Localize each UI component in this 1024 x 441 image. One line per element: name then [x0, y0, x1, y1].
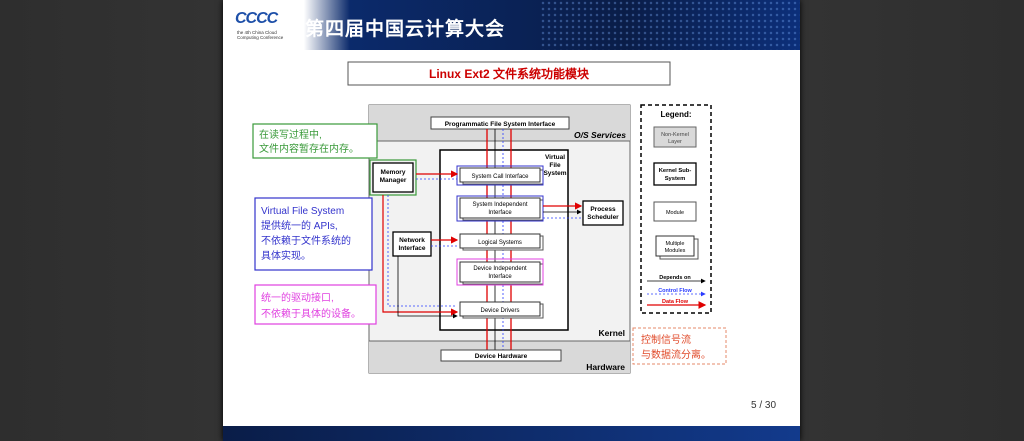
legend-non-kernel-1: Non-Kernel	[661, 132, 689, 138]
memory-manager-highlight	[369, 159, 417, 196]
banner-pattern	[540, 0, 800, 50]
driver-note-line-2: 不依赖于具体的设备。	[261, 307, 361, 320]
memory-note-box	[252, 123, 378, 159]
legend-control-label: Control Flow	[658, 288, 692, 294]
memory-manager-box	[372, 162, 414, 193]
net-to-drivers-depends	[397, 256, 458, 319]
vfs-note-line-1: Virtual File System	[261, 206, 344, 217]
legend-multiple-swatch	[655, 235, 695, 257]
device-drivers-label: Device Drivers	[480, 308, 519, 314]
legend-kernel-1: Kernel Sub-	[659, 168, 692, 174]
device-hardware-box	[440, 349, 562, 362]
logical-systems-label: Logical Systems	[478, 240, 522, 246]
sci-box	[459, 167, 541, 183]
control-note-box	[632, 327, 727, 365]
pfsi-box	[430, 116, 570, 130]
legend-non-kernel-swatch	[653, 126, 697, 148]
control-note-line-2: 与数据流分离。	[641, 348, 711, 361]
legend-module-swatch	[653, 201, 697, 222]
process-scheduler-box	[582, 200, 624, 226]
dii-label-1: Device Independent	[473, 266, 527, 272]
vfs-label-2: File	[549, 162, 561, 169]
driver-note-box	[254, 284, 377, 325]
network-interface-box	[392, 231, 432, 257]
kernel-label: Kernel	[599, 328, 625, 338]
conference-logo-subtitle: the 4th China Cloud Computing Conference	[237, 30, 284, 40]
legend-kernel-2: System	[665, 176, 686, 182]
device-hardware-label: Device Hardware	[475, 353, 528, 360]
mm-to-drivers-flow	[382, 195, 459, 316]
sii-box	[459, 197, 541, 219]
conference-banner: CCCC the 4th China Cloud Computing Confe…	[223, 0, 800, 50]
network-interface-label-1: Network	[399, 237, 425, 244]
sii-highlight	[456, 195, 544, 222]
sii-label-2: Interface	[488, 210, 512, 216]
legend-depends-label: Depends on	[659, 275, 691, 281]
sii-label-1: System Independent	[472, 202, 527, 208]
network-interface-label-2: Interface	[398, 245, 425, 252]
mm-to-drivers-control	[387, 195, 457, 307]
conference-logo: CCCC	[235, 10, 278, 27]
control-note-line-1: 控制信号流	[641, 333, 691, 346]
pfsi-label: Programmatic File System Interface	[445, 121, 556, 128]
legend-module: Module	[666, 210, 684, 216]
legend-non-kernel-2: Layer	[668, 139, 682, 145]
dii-label-2: Interface	[488, 274, 512, 280]
legend-kernel-swatch	[653, 162, 697, 186]
page-number: 5 / 30	[751, 400, 777, 411]
legend-multiple-1: Multiple	[666, 241, 685, 247]
slide-title-box	[347, 61, 671, 86]
hardware-label: Hardware	[586, 362, 625, 372]
vfs-note-box	[254, 197, 373, 271]
logical-systems-box	[459, 233, 541, 249]
device-drivers-box	[459, 301, 541, 317]
slide-footer	[223, 426, 800, 441]
legend-data-label: Data Flow	[662, 299, 689, 305]
vfs-note-line-2: 提供统一的 APIs,	[261, 219, 338, 232]
process-scheduler-label-2: Scheduler	[587, 214, 619, 221]
slide: CCCC the 4th China Cloud Computing Confe…	[223, 0, 800, 441]
conference-title: 第四届中国云计算大会	[305, 18, 506, 40]
legend-title: Legend:	[660, 110, 691, 119]
slide-title: Linux Ext2 文件系统功能模块	[429, 66, 590, 81]
legend-multiple-2: Modules	[665, 248, 686, 254]
memory-manager-label-2: Manager	[380, 177, 407, 184]
vfs-note-line-4: 具体实现。	[261, 249, 311, 262]
ext2-diagram: Linux Ext2 文件系统功能模块 O/S Services Kernel …	[252, 61, 727, 374]
sci-label: System Call Interface	[471, 174, 529, 180]
process-scheduler-label-1: Process	[590, 206, 616, 213]
driver-note-line-1: 统一的驱动接口,	[261, 291, 334, 304]
dii-box	[459, 261, 541, 283]
os-services-label: O/S Services	[574, 130, 626, 140]
memory-manager-label-1: Memory	[381, 169, 406, 176]
vfs-note-line-3: 不依赖于文件系统的	[261, 234, 351, 247]
memory-note-line-1: 在读写过程中,	[259, 128, 322, 141]
vfs-label-1: Virtual	[545, 154, 565, 161]
dii-highlight	[456, 258, 544, 286]
vfs-label-3: System	[543, 170, 566, 177]
memory-note-line-2: 文件内容暂存在内存。	[259, 142, 359, 155]
